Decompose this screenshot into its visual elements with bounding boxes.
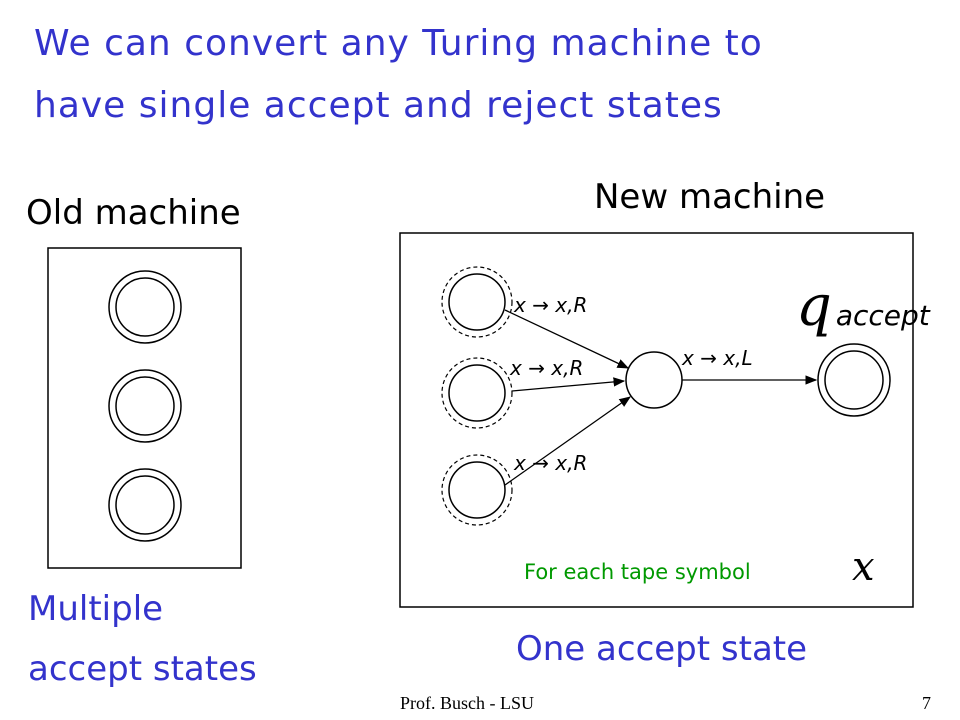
- tape-symbol-x: x: [852, 544, 875, 590]
- transition-arrow-middle: [511, 377, 626, 392]
- tape-symbol-note: For each tape symbol: [524, 560, 751, 584]
- intermediate-state: [625, 351, 683, 409]
- former-accept-state-3: [441, 454, 513, 526]
- new-machine-heading: New machine: [594, 177, 826, 217]
- footer-author: Prof. Busch - LSU: [400, 693, 534, 713]
- old-accept-state-3: [108, 468, 182, 542]
- old-machine-caption-line-2: accept states: [28, 649, 257, 689]
- transition-label-top: x → x,R: [513, 293, 587, 317]
- new-machine-caption: One accept state: [516, 629, 808, 669]
- slide-title-line-2: have single accept and reject states: [34, 85, 723, 126]
- transition-label-to-accept: x → x,L: [681, 346, 753, 370]
- transition-label-middle: x → x,R: [509, 356, 583, 380]
- former-accept-state-2: [441, 357, 513, 429]
- slide-title-line-1: We can convert any Turing machine to: [34, 23, 763, 64]
- transition-arrow-top: [504, 309, 630, 369]
- old-accept-state-2: [108, 369, 182, 443]
- transition-arrow-bottom: [504, 396, 631, 486]
- old-machine-box: [47, 247, 242, 569]
- accept-state-label-q: q: [796, 274, 832, 339]
- single-accept-state: [817, 343, 891, 417]
- old-machine-heading: Old machine: [26, 193, 241, 233]
- footer-page-number: 7: [922, 693, 931, 713]
- old-machine-caption-line-1: Multiple: [28, 589, 164, 629]
- old-accept-state-1: [108, 270, 182, 344]
- accept-state-label-sub: accept: [836, 299, 931, 332]
- new-machine-box: [399, 232, 914, 608]
- transition-label-bottom: x → x,R: [513, 451, 587, 475]
- former-accept-state-1: [441, 266, 513, 338]
